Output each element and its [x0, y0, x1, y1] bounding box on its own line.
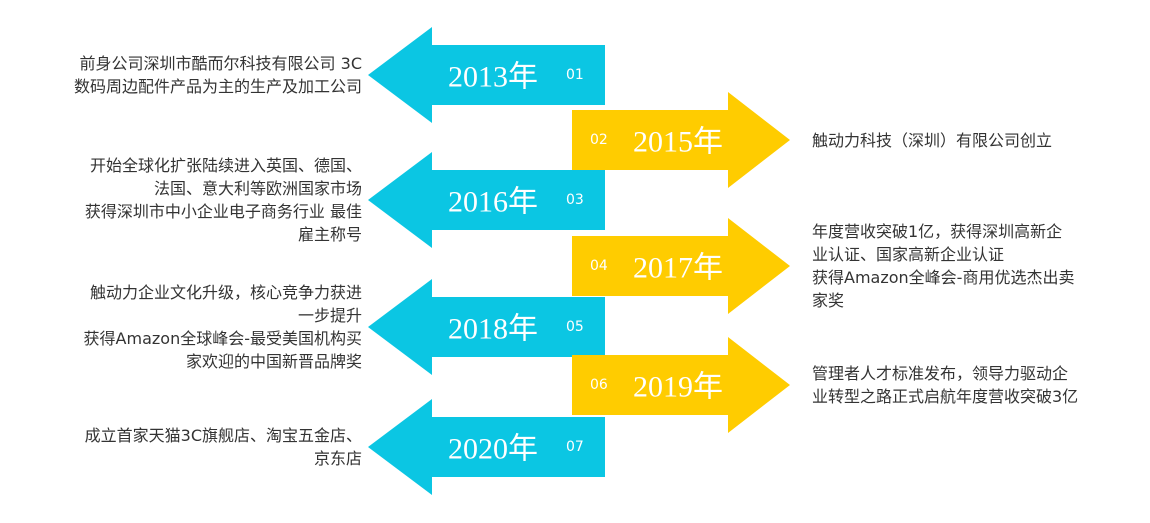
year-label: 2017年 — [633, 252, 723, 285]
milestone-description-06: 管理者人才标准发布，领导力驱动企业转型之路正式启航年度营收突破3亿 — [812, 362, 1078, 408]
step-number: 07 — [566, 439, 584, 455]
milestone-arrow-05: 2018年 05 — [368, 279, 605, 375]
description-line: 管理者人才标准发布，领导力驱动企 — [812, 364, 1069, 383]
description-line: 前身公司深圳市酷而尔科技有限公司 3C — [79, 54, 362, 73]
description-line: 年度营收突破1亿，获得深圳高新企 — [812, 222, 1063, 241]
right-arrow-shape — [572, 92, 790, 188]
description-line: 获得Amazon全球峰会-最受美国机构买 — [83, 329, 362, 348]
description-line: 成立首家天猫3C旗舰店、淘宝五金店、 — [84, 426, 362, 445]
step-number: 06 — [590, 377, 608, 393]
description-line: 一步提升 — [297, 306, 362, 325]
milestone-description-07: 成立首家天猫3C旗舰店、淘宝五金店、京东店 — [85, 424, 362, 470]
milestone-description-03: 开始全球化扩张陆续进入英国、德国、法国、意大利等欧洲国家市场获得深圳市中小企业电… — [85, 154, 362, 246]
milestone-description-05: 触动力企业文化升级，核心竞争力获进一步提升获得Amazon全球峰会-最受美国机构… — [84, 281, 362, 373]
description-line: 京东店 — [313, 449, 362, 468]
description-line: 开始全球化扩张陆续进入英国、德国、 — [89, 156, 362, 175]
milestone-arrow-07: 2020年 07 — [368, 399, 605, 495]
left-arrow-shape — [368, 279, 605, 375]
year-label: 2018年 — [448, 313, 538, 346]
step-number: 03 — [566, 192, 584, 208]
milestone-arrow-03: 2016年 03 — [368, 152, 605, 248]
step-number: 01 — [566, 67, 584, 83]
description-line: 法国、意大利等欧洲国家市场 — [153, 179, 362, 198]
year-label: 2016年 — [448, 186, 538, 219]
description-line: 业认证、国家高新企业认证 — [812, 245, 1005, 264]
milestone-arrow-02: 2015年 02 — [572, 92, 790, 188]
description-line: 获得Amazon全峰会-商用优选杰出卖 — [812, 268, 1075, 287]
description-line: 雇主称号 — [297, 225, 362, 244]
milestone-description-04: 年度营收突破1亿，获得深圳高新企业认证、国家高新企业认证获得Amazon全峰会-… — [812, 220, 1074, 312]
milestone-description-02: 触动力科技（深圳）有限公司创立 — [812, 129, 1052, 152]
description-line: 家欢迎的中国新晋品牌奖 — [185, 352, 362, 371]
milestone-description-01: 前身公司深圳市酷而尔科技有限公司 3C 数码周边配件产品为主的生产及加工公司 — [74, 52, 362, 98]
description-line: 家奖 — [812, 291, 845, 310]
year-label: 2020年 — [448, 433, 538, 466]
left-arrow-shape — [368, 27, 605, 123]
milestone-arrow-04: 2017年 04 — [572, 218, 790, 314]
step-number: 04 — [590, 258, 608, 274]
description-line: 业转型之路正式启航年度营收突破3亿 — [812, 387, 1079, 406]
description-line: 数码周边配件产品为主的生产及加工公司 — [73, 77, 362, 96]
description-line: 触动力企业文化升级，核心竞争力获进 — [89, 283, 362, 302]
description-line: 获得深圳市中小企业电子商务行业 最佳 — [84, 202, 362, 221]
left-arrow-shape — [368, 152, 605, 248]
milestone-arrow-06: 2019年 06 — [572, 337, 790, 433]
step-number: 02 — [590, 132, 608, 148]
right-arrow-shape — [572, 218, 790, 314]
description-line: 触动力科技（深圳）有限公司创立 — [812, 131, 1053, 150]
left-arrow-shape — [368, 399, 605, 495]
milestone-arrow-01: 2013年 01 — [368, 27, 605, 123]
right-arrow-shape — [572, 337, 790, 433]
year-label: 2013年 — [448, 61, 538, 94]
step-number: 05 — [566, 319, 584, 335]
year-label: 2015年 — [633, 126, 723, 159]
year-label: 2019年 — [633, 371, 723, 404]
